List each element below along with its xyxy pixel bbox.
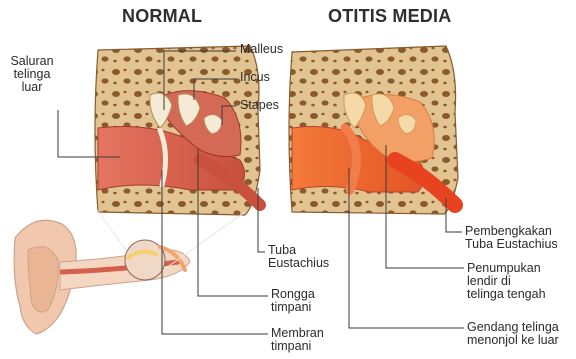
label-tuba-eustachius: Tuba Eustachius bbox=[268, 244, 329, 270]
label-stapes: Stapes bbox=[240, 99, 279, 112]
label-gendang-telinga: Gendang telinga menonjol ke luar bbox=[467, 321, 559, 347]
outer-ear-inset bbox=[14, 210, 245, 334]
normal-panel bbox=[95, 46, 260, 215]
label-saluran-telinga-luar: Saluran telinga luar bbox=[5, 55, 59, 94]
label-malleus: Malleus bbox=[240, 43, 283, 56]
label-rongga-timpani: Rongga timpani bbox=[271, 288, 315, 314]
label-penumpukan-lendir: Penumpukan lendir di telinga tengah bbox=[467, 262, 546, 301]
label-pembengkakan-tuba: Pembengkakan Tuba Eustachius bbox=[465, 225, 558, 251]
otitis-panel bbox=[289, 46, 458, 214]
label-membran-timpani: Membran timpani bbox=[271, 327, 324, 353]
label-incus: Incus bbox=[240, 71, 270, 84]
